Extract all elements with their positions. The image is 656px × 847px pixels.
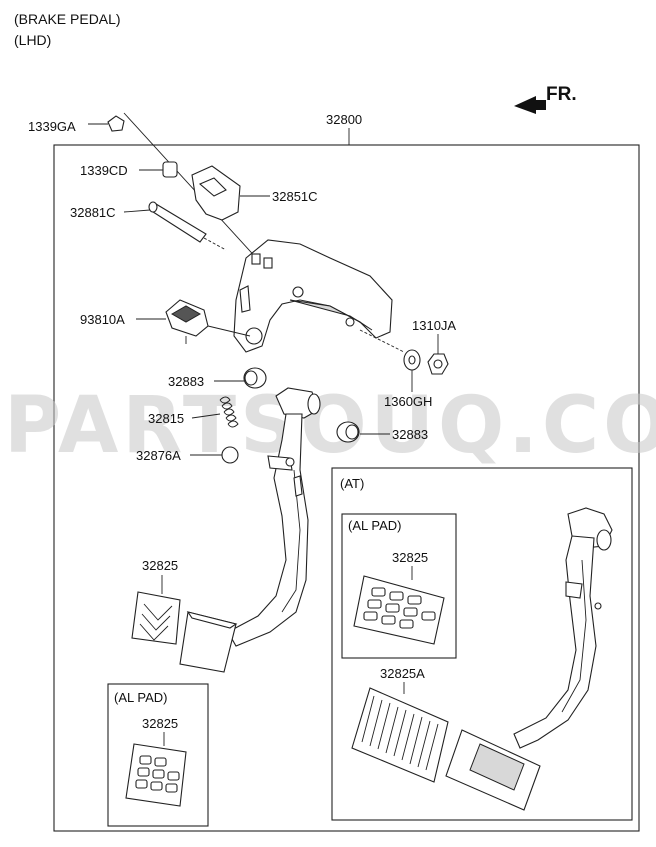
at-pedal-pad[interactable] [445, 729, 541, 811]
label-32881C[interactable]: 32881C [70, 205, 116, 220]
part-32825A[interactable] [351, 682, 449, 783]
al-pad-box-bottom [107, 683, 209, 827]
label-32825A[interactable]: 32825A [380, 666, 425, 681]
part-93810A[interactable] [136, 299, 251, 344]
al-pad-top-title: (AL PAD) [348, 518, 401, 533]
at-variant-title: (AT) [340, 476, 364, 491]
pedal-pad-main[interactable] [179, 611, 238, 673]
pedal-pad-cover-32825[interactable] [131, 575, 181, 645]
assembly-frame [53, 144, 640, 832]
part-32851C[interactable] [191, 165, 270, 221]
al-pad-bottom-title: (AL PAD) [114, 690, 167, 705]
label-32883-upper[interactable]: 32883 [168, 374, 204, 389]
front-direction-label: FR. [546, 84, 577, 105]
part-1360GH[interactable] [359, 329, 421, 392]
watermark: PARTSOUQ.COM [4, 381, 656, 471]
part-32815[interactable] [191, 396, 239, 428]
label-32883-lower[interactable]: 32883 [392, 427, 428, 442]
al-pad-cover-top[interactable] [353, 566, 445, 645]
label-1360GH[interactable]: 1360GH [384, 394, 432, 409]
part-1339CD[interactable] [139, 161, 178, 178]
part-1339GA[interactable] [88, 112, 261, 263]
label-32825-main[interactable]: 32825 [142, 558, 178, 573]
front-direction-indicator: FR. [514, 84, 577, 114]
label-32825-al-top[interactable]: 32825 [392, 550, 428, 565]
part-1310JA[interactable] [427, 334, 449, 375]
label-32800[interactable]: 32800 [326, 112, 362, 127]
label-32851C[interactable]: 32851C [272, 189, 318, 204]
label-1310JA[interactable]: 1310JA [412, 318, 456, 333]
diagram-title: (BRAKE PEDAL) [14, 11, 121, 27]
label-32825-al-bottom[interactable]: 32825 [142, 716, 178, 731]
al-pad-box-top [341, 513, 457, 659]
front-arrow-icon [514, 96, 546, 114]
label-93810A[interactable]: 93810A [80, 312, 125, 327]
label-1339CD[interactable]: 1339CD [80, 163, 128, 178]
part-32883-lower[interactable] [336, 421, 390, 443]
at-pedal-arm [513, 507, 613, 749]
part-32876A[interactable] [190, 446, 239, 464]
label-32815[interactable]: 32815 [148, 411, 184, 426]
pedal-bracket [233, 239, 393, 353]
part-32883-upper[interactable] [214, 367, 267, 389]
at-variant-box [331, 467, 633, 821]
diagram-subtitle: (LHD) [14, 32, 51, 48]
part-32881C[interactable] [123, 201, 227, 251]
label-32876A[interactable]: 32876A [136, 448, 181, 463]
label-1339GA[interactable]: 1339GA [28, 119, 76, 134]
al-pad-cover-bottom[interactable] [125, 732, 187, 807]
